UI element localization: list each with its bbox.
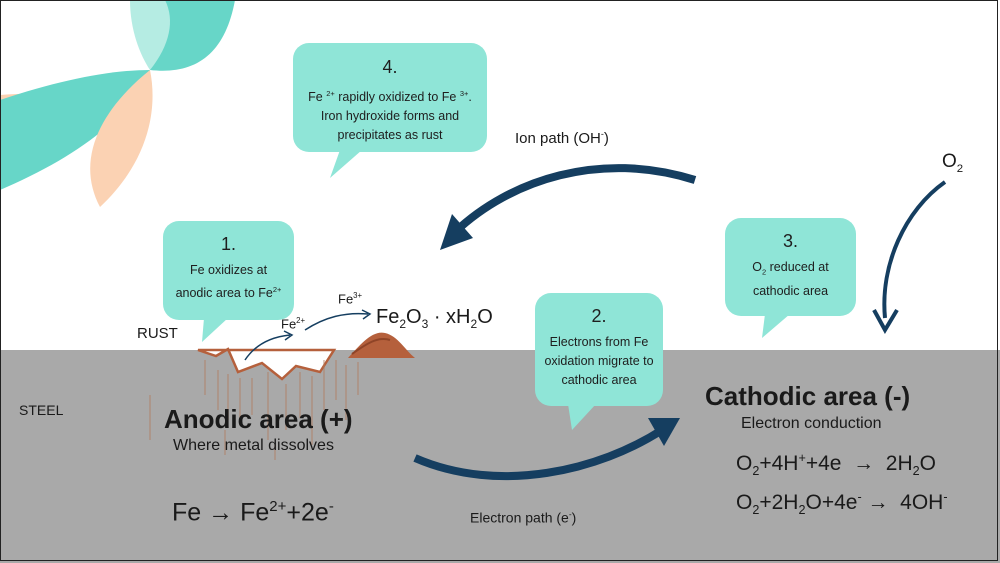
step-4-text: Fe 2+ rapidly oxidized to Fe 3+.Iron hyd…: [308, 89, 472, 143]
step-4-bubble: 4. Fe 2+ rapidly oxidized to Fe 3+.Iron …: [293, 43, 487, 152]
bubble-tail: [568, 404, 596, 430]
bubble-tail: [762, 314, 790, 338]
step-2-number: 2.: [591, 306, 607, 326]
anodic-equation: Fe → Fe2++2e-: [172, 498, 334, 527]
electron-path-arrow: [413, 426, 665, 481]
leaf-light-icon: [130, 0, 170, 70]
fe2-arrow: [244, 334, 291, 361]
step-4-number: 4.: [382, 57, 398, 77]
cathodic-title: Cathodic area (-): [705, 381, 911, 411]
o2-label: O2: [942, 151, 964, 175]
leaf-teal-icon: [0, 70, 150, 190]
anodic-subtitle: Where metal dissolves: [173, 437, 334, 454]
rust-pile: [348, 332, 415, 358]
rust-formula: Fe2O3 · xH2O: [376, 306, 493, 331]
fe3-label: Fe3+: [338, 291, 363, 307]
steel-slab: [0, 350, 1000, 563]
ion-path-label: Ion path (OH-): [515, 129, 609, 147]
cathodic-subtitle: Electron conduction: [741, 415, 882, 432]
ion-path-arrow: [452, 164, 697, 235]
electron-path-label: Electron path (e-): [470, 509, 577, 526]
fe2-label: Fe2+: [281, 316, 306, 332]
cathodic-equation-2: O2+2H2O+4e- → 4OH-: [736, 490, 948, 518]
step-1-number: 1.: [220, 234, 236, 254]
step-3-number: 3.: [782, 231, 798, 251]
rust-label: RUST: [137, 325, 178, 342]
leaf-peach-icon: [90, 70, 153, 207]
anodic-title: Anodic area (+): [164, 404, 353, 434]
steel-label: STEEL: [19, 402, 64, 418]
bubble-tail: [330, 150, 362, 178]
fe3-arrow: [304, 312, 369, 331]
o2-arrow: [882, 180, 947, 319]
rust-drips: [149, 360, 359, 460]
corrosion-pit: [197, 347, 337, 381]
bubble-tail: [202, 318, 228, 342]
cathodic-equation-1: O2+4H++4e → 2H2O: [736, 451, 937, 479]
